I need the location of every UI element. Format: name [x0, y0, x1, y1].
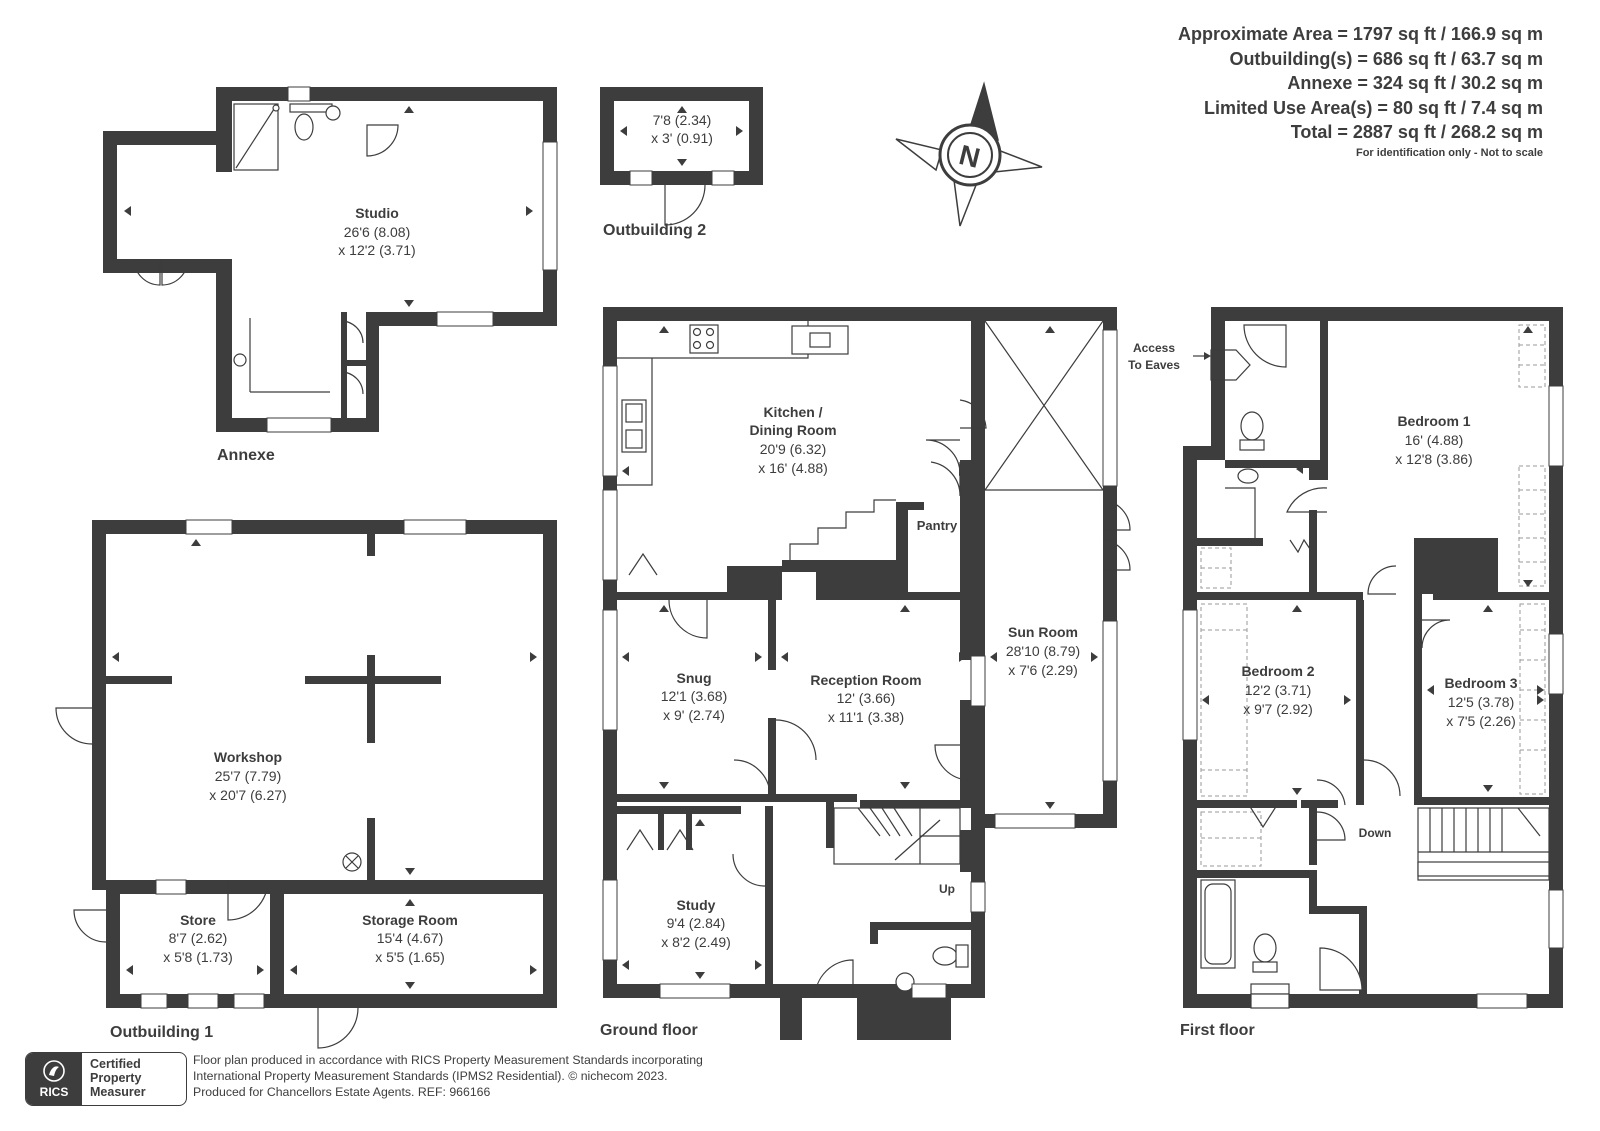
outbuilding-2-label: Outbuilding 2 — [603, 222, 706, 239]
outbuilding-2-dim-2: x 3' (0.91) — [651, 130, 713, 146]
bedroom-1-dim-1: 16' (4.88) — [1405, 432, 1464, 448]
bedroom-2-dim-2: x 9'7 (2.92) — [1243, 701, 1313, 717]
ground-floor-plan — [602, 307, 1131, 1040]
study-name: Study — [677, 897, 716, 913]
kitchen-name-1: Kitchen / — [763, 404, 822, 420]
bedroom-2-dim-1: 12'2 (3.71) — [1245, 682, 1312, 698]
workshop-dim-1: 25'7 (7.79) — [215, 768, 282, 784]
pantry-name: Pantry — [917, 518, 958, 533]
workshop-dim-2: x 20'7 (6.27) — [209, 787, 286, 803]
footer-line-1: Floor plan produced in accordance with R… — [193, 1053, 703, 1067]
bedroom-2-name: Bedroom 2 — [1241, 663, 1314, 679]
sun-room-dim-1: 28'10 (8.79) — [1006, 643, 1080, 659]
reception-dim-2: x 11'1 (3.38) — [828, 709, 904, 725]
reception-name: Reception Room — [810, 672, 921, 688]
ground-floor-label: Ground floor — [600, 1022, 698, 1039]
area-annexe: Annexe = 324 sq ft / 30.2 sq m — [1287, 73, 1543, 93]
store-name: Store — [180, 912, 216, 928]
compass-icon: N — [895, 81, 1043, 227]
sun-room-dim-2: x 7'6 (2.29) — [1008, 662, 1078, 678]
area-outbuildings: Outbuilding(s) = 686 sq ft / 63.7 sq m — [1229, 48, 1543, 69]
area-limited-use: Limited Use Area(s) = 80 sq ft / 7.4 sq … — [1204, 97, 1543, 118]
rics-logo-text: RICS — [39, 1085, 69, 1099]
workshop-name: Workshop — [214, 749, 282, 765]
rics-certified-badge: RICS Certified Property Measurer — [25, 1052, 187, 1106]
snug-dim-2: x 9' (2.74) — [663, 707, 725, 723]
store-dim-1: 8'7 (2.62) — [169, 930, 228, 946]
badge-line-1: Certified — [90, 1057, 141, 1071]
study-dim-2: x 8'2 (2.49) — [661, 934, 731, 950]
annexe-plan — [103, 86, 558, 433]
rics-crest-icon — [43, 1060, 65, 1082]
sun-room-name: Sun Room — [1008, 624, 1078, 640]
studio-dim-1: 26'6 (8.08) — [344, 224, 411, 240]
study-dim-1: 9'4 (2.84) — [667, 915, 726, 931]
badge-line-2: Property — [90, 1071, 142, 1085]
first-floor-label: First floor — [1180, 1022, 1255, 1039]
footer-line-2: International Property Measurement Stand… — [193, 1069, 668, 1083]
annexe-label: Annexe — [217, 447, 275, 464]
access-eaves-label-2: To Eaves — [1128, 358, 1180, 372]
bedroom-3-dim-2: x 7'5 (2.26) — [1446, 713, 1516, 729]
bedroom-3-name: Bedroom 3 — [1444, 675, 1517, 691]
outbuilding-1-plan — [55, 519, 557, 1049]
studio-name: Studio — [355, 205, 399, 221]
scale-note: For identification only - Not to scale — [1355, 146, 1543, 159]
access-eaves-label-1: Access — [1133, 341, 1175, 355]
storage-room-dim-2: x 5'5 (1.65) — [375, 949, 445, 965]
badge-line-3: Measurer — [90, 1085, 146, 1099]
footer-line-3: Produced for Chancellors Estate Agents. … — [193, 1085, 491, 1099]
snug-dim-1: 12'1 (3.68) — [661, 688, 728, 704]
bedroom-3-dim-1: 12'5 (3.78) — [1448, 694, 1515, 710]
badge-text: Certified Property Measurer — [90, 1057, 146, 1099]
storage-room-name: Storage Room — [362, 912, 458, 928]
stairs-up-label: Up — [939, 882, 955, 896]
area-total: Total = 2887 sq ft / 268.2 sq m — [1290, 122, 1543, 142]
kitchen-name-2: Dining Room — [749, 422, 836, 438]
section-labels: Annexe Outbuilding 2 Outbuilding 1 Groun… — [110, 222, 1255, 1041]
storage-room-dim-1: 15'4 (4.67) — [377, 930, 444, 946]
bedroom-1-dim-2: x 12'8 (3.86) — [1395, 451, 1472, 467]
reception-dim-1: 12' (3.66) — [837, 690, 896, 706]
rics-logo: RICS — [26, 1053, 82, 1105]
bedroom-1-name: Bedroom 1 — [1397, 413, 1470, 429]
stairs-down-label: Down — [1359, 826, 1392, 840]
kitchen-dim-2: x 16' (4.88) — [758, 460, 828, 476]
studio-dim-2: x 12'2 (3.71) — [338, 242, 415, 258]
store-dim-2: x 5'8 (1.73) — [163, 949, 233, 965]
room-labels: Studio 26'6 (8.08) x 12'2 (3.71) 7'8 (2.… — [163, 112, 1518, 965]
first-floor-plan — [1182, 307, 1564, 1009]
outbuilding-2-dim-1: 7'8 (2.34) — [653, 112, 712, 128]
snug-name: Snug — [677, 670, 712, 686]
area-approximate: Approximate Area = 1797 sq ft / 166.9 sq… — [1178, 24, 1543, 44]
kitchen-dim-1: 20'9 (6.32) — [760, 441, 827, 457]
footer-text: Floor plan produced in accordance with R… — [193, 1052, 703, 1100]
outbuilding-1-label: Outbuilding 1 — [110, 1024, 213, 1041]
area-summary: Approximate Area = 1797 sq ft / 166.9 sq… — [1178, 22, 1543, 159]
outbuilding-2-plan — [600, 87, 763, 226]
